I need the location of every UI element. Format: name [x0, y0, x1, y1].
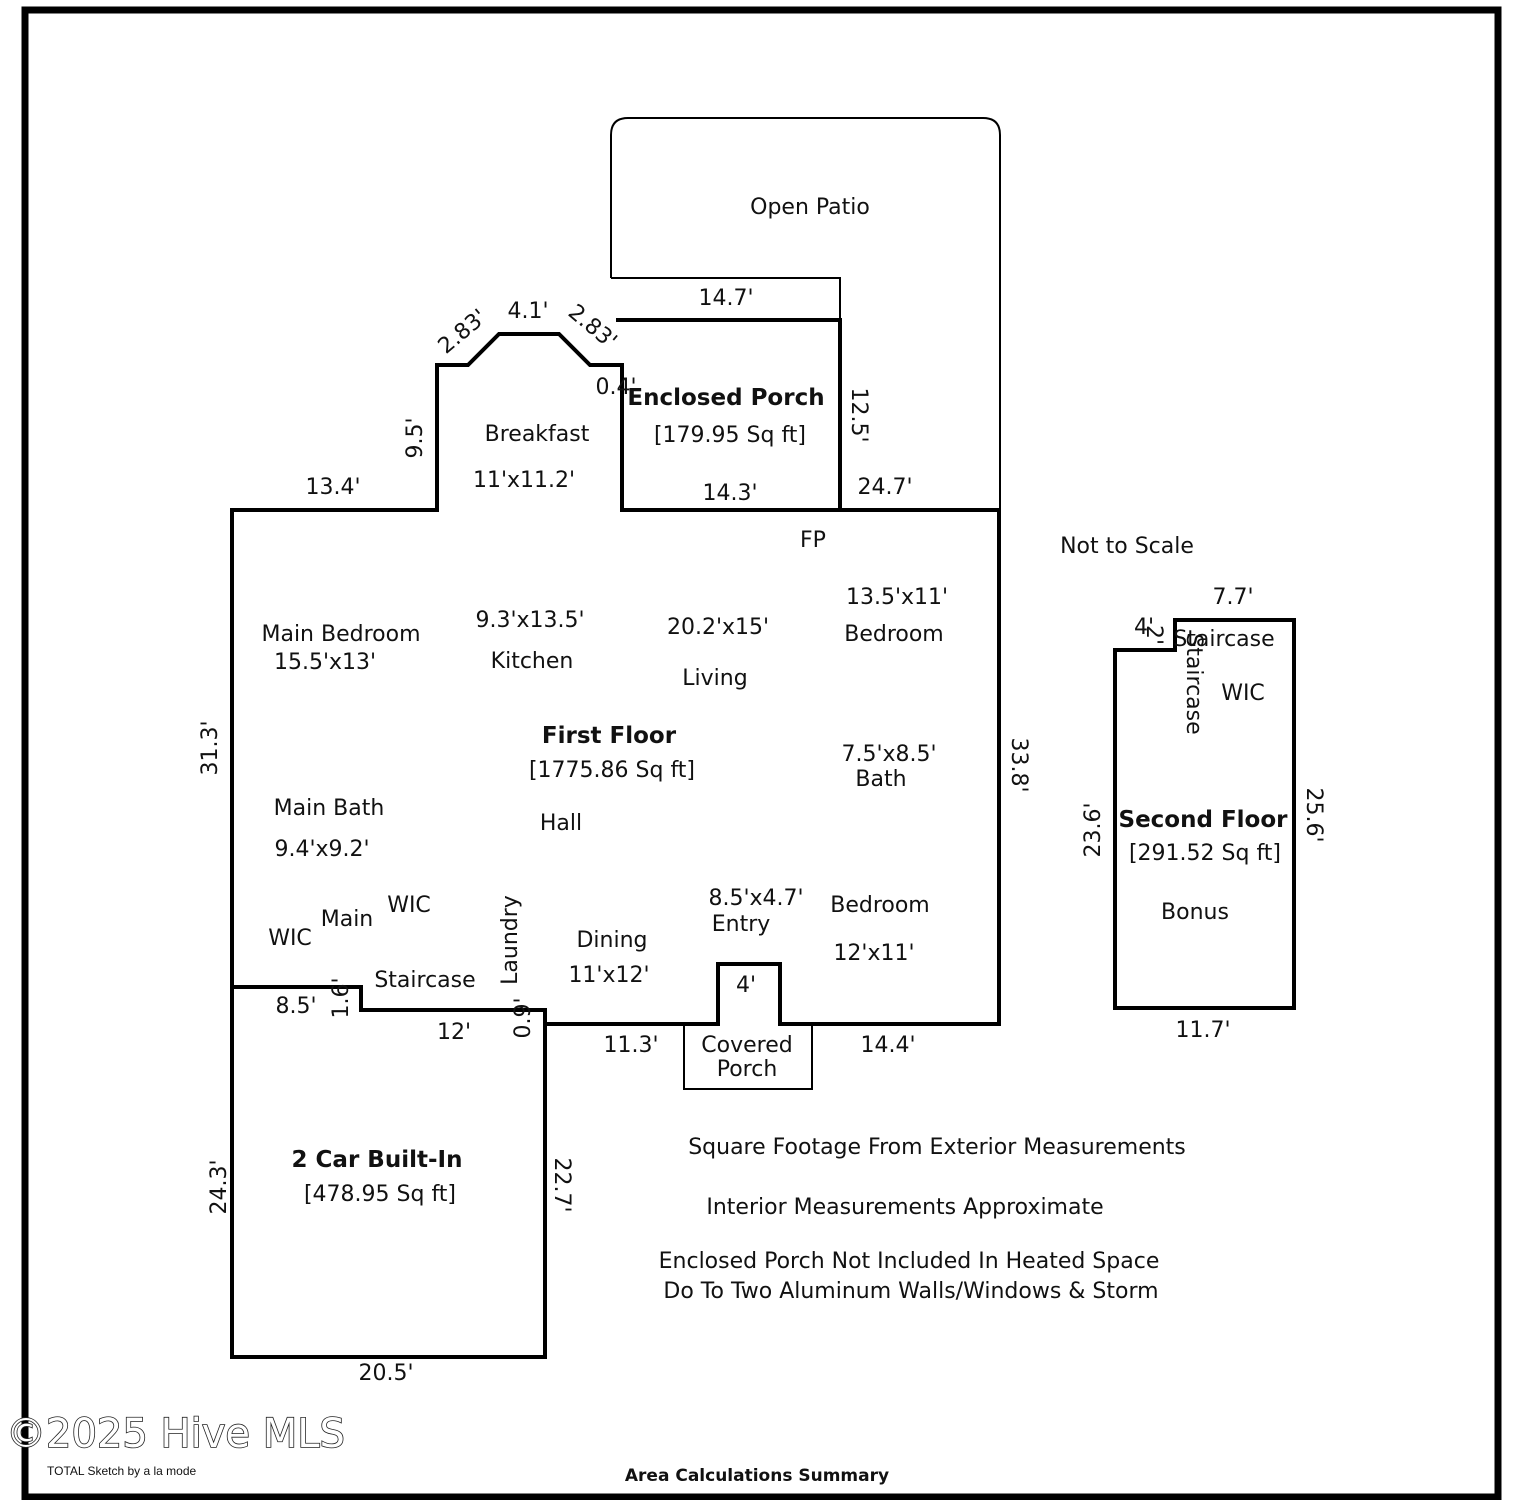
upper-staircase-vertical-label: Staircase — [1181, 633, 1206, 734]
laundry-label: Laundry — [498, 895, 523, 985]
kitchen-label: Kitchen — [491, 649, 574, 674]
software-credit: TOTAL Sketch by a la mode — [47, 1464, 197, 1478]
breakfast-dims: 11'x11.2' — [473, 468, 575, 493]
bonus-label: Bonus — [1161, 900, 1229, 925]
bath-label: Bath — [855, 767, 906, 792]
dim-right-side: 33.8' — [1006, 737, 1031, 792]
wic-label: WIC — [268, 926, 312, 951]
covered-porch-outline — [683, 1024, 813, 1090]
garage-area: [478.95 Sq ft] — [304, 1182, 456, 1207]
fireplace-label: FP — [800, 528, 826, 553]
main-bedroom-dims: 15.5'x13' — [274, 650, 376, 675]
main-bath-label: Main Bath — [274, 796, 385, 821]
dim-left-side: 31.3' — [198, 720, 223, 775]
dim-porch-depth: 12.5' — [846, 387, 871, 442]
dining-dims: 11'x12' — [568, 963, 649, 988]
garage-title: 2 Car Built-In — [292, 1147, 463, 1173]
upper-staircase-label: Staircase — [1173, 627, 1274, 652]
dim-garage-jog: 1.6' — [329, 977, 354, 1018]
dim-bay-offset: 0.4' — [595, 375, 636, 400]
main-bath-dims: 9.4'x9.2' — [274, 837, 369, 862]
breakfast-label: Breakfast — [485, 422, 590, 447]
dim-garage-top: 12' — [437, 1020, 471, 1045]
living-dims: 20.2'x15' — [667, 615, 769, 640]
interior-note: Interior Measurements Approximate — [706, 1195, 1103, 1220]
bedroom1-label: Bedroom — [844, 622, 944, 647]
dim-entry-bump: 4' — [736, 973, 756, 998]
main-wic-wic-label: WIC — [387, 893, 431, 918]
first-floor-title: First Floor — [542, 723, 677, 749]
dim-breakfast-side: 9.5' — [403, 417, 428, 458]
second-floor-area: [291.52 Sq ft] — [1129, 841, 1281, 866]
dim-garage-step: 8.5' — [275, 994, 316, 1019]
main-wic-main-label: Main — [321, 907, 374, 932]
dim-rear-right: 14.4' — [860, 1033, 915, 1058]
dim-garage-left: 24.3' — [207, 1159, 232, 1214]
dim-upper-jog-height: 2' — [1141, 625, 1166, 645]
upper-wic-label: WIC — [1221, 681, 1265, 706]
second-floor-outline — [1113, 618, 1296, 1010]
dim-laundry-jog: 0.9' — [511, 997, 536, 1038]
open-patio-label: Open Patio — [750, 195, 870, 220]
dim-front-left: 13.4' — [305, 475, 360, 500]
page-frame — [21, 6, 1502, 1501]
dim-garage-right: 22.7' — [549, 1157, 574, 1212]
main-bedroom-label: Main Bedroom — [261, 622, 420, 647]
first-floor-outline — [230, 332, 1001, 1026]
dim-patio-width: 14.7' — [698, 286, 753, 311]
entry-label: Entry — [712, 912, 771, 937]
sqft-note: Square Footage From Exterior Measurement… — [688, 1135, 1186, 1160]
dim-rear-left: 11.3' — [603, 1033, 658, 1058]
covered-porch-label-2: Porch — [717, 1057, 778, 1082]
porch-note-line-1: Enclosed Porch Not Included In Heated Sp… — [659, 1249, 1160, 1274]
kitchen-dims: 9.3'x13.5' — [475, 608, 584, 633]
staircase-label: Staircase — [374, 968, 475, 993]
dim-porch-width: 14.3' — [702, 481, 757, 506]
dim-front-right: 24.7' — [857, 475, 912, 500]
dim-upper-right: 25.6' — [1301, 787, 1326, 842]
open-patio-outline — [610, 117, 1001, 508]
bath-dims: 7.5'x8.5' — [841, 742, 936, 767]
garage-outline — [230, 987, 547, 1359]
bedroom1-dims: 13.5'x11' — [846, 585, 948, 610]
area-summary-heading: Area Calculations Summary — [625, 1466, 889, 1486]
bedroom2-label: Bedroom — [830, 893, 930, 918]
first-floor-area: [1775.86 Sq ft] — [529, 758, 695, 783]
covered-porch-label-1: Covered — [701, 1033, 792, 1058]
enclosed-porch-area: [179.95 Sq ft] — [654, 423, 806, 448]
living-label: Living — [682, 666, 747, 691]
enclosed-porch-outline — [616, 318, 842, 512]
porch-note-line-2: Do To Two Aluminum Walls/Windows & Storm — [663, 1279, 1158, 1304]
watermark: ©2025 Hive MLS — [6, 1411, 345, 1457]
dim-upper-left: 23.6' — [1081, 802, 1106, 857]
dim-upper-bottom: 11.7' — [1175, 1018, 1230, 1043]
entry-dims: 8.5'x4.7' — [708, 886, 803, 911]
dim-bay-front: 4.1' — [507, 299, 548, 324]
bedroom2-dims: 12'x11' — [833, 941, 914, 966]
dim-upper-jog-width: 4' — [1134, 615, 1154, 640]
hall-label: Hall — [540, 811, 582, 836]
enclosed-porch-title: Enclosed Porch — [627, 385, 824, 411]
second-floor-title: Second Floor — [1119, 807, 1289, 833]
not-to-scale-note: Not to Scale — [1060, 534, 1194, 559]
dining-label: Dining — [576, 928, 647, 953]
dim-garage-bottom: 20.5' — [358, 1361, 413, 1386]
dim-upper-top: 7.7' — [1212, 585, 1253, 610]
